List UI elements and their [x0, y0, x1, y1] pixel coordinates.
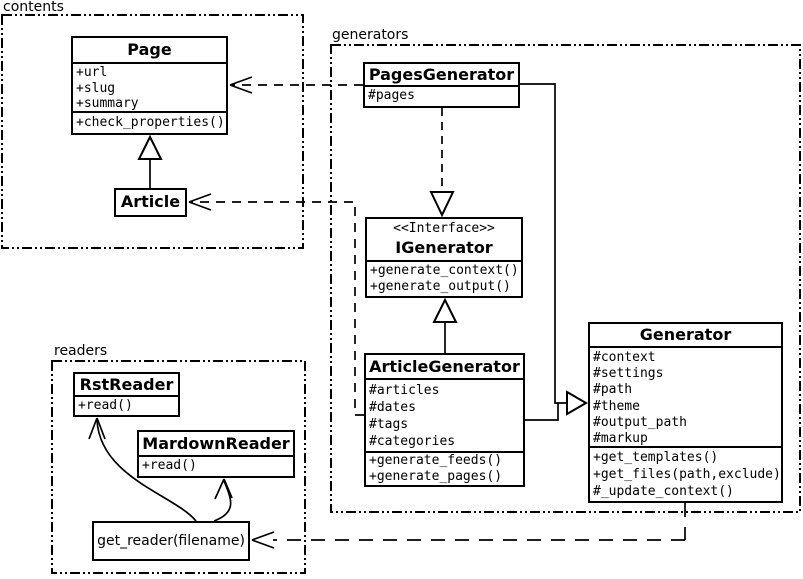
- inheritance-article-to-page: [137, 134, 163, 188]
- class-title-igenerator: IGenerator: [395, 238, 493, 257]
- package-label-contents: contents: [3, 0, 64, 15]
- class-title-generator: Generator: [590, 324, 781, 348]
- methods-compartment-mardownreader: +read(): [139, 457, 293, 476]
- attribute-row: #context: [593, 350, 656, 365]
- method-row: +get_templates(): [593, 450, 719, 465]
- dependency-generator-to-getreader: [251, 503, 686, 549]
- stereotype-label: <<Interface>>: [393, 221, 495, 236]
- attribute-row: #articles: [369, 383, 440, 398]
- attribute-row: +url: [76, 65, 108, 80]
- inheritance-generators-to-generator: [520, 83, 588, 421]
- attribute-row: +slug: [76, 80, 116, 96]
- methods-compartment-igenerator: +generate_context() +generate_output(): [367, 262, 521, 296]
- class-title-mardownreader: MardownReader: [139, 432, 293, 457]
- attribute-row: #categories: [369, 434, 456, 449]
- methods-compartment-generator: +get_templates() +get_files(path,exclude…: [590, 448, 781, 501]
- class-box-rstreader: RstReader +read(): [73, 372, 180, 417]
- attribute-row: #markup: [593, 431, 648, 447]
- attribute-row: +summary: [76, 96, 139, 111]
- class-box-page: Page +url +slug +summary +check_properti…: [71, 36, 228, 135]
- package-border-contents: [1, 14, 304, 249]
- class-box-article: Article: [114, 188, 187, 217]
- class-header-igenerator: <<Interface>> IGenerator: [367, 219, 521, 262]
- class-title-rstreader: RstReader: [75, 374, 178, 397]
- attributes-compartment-generator: #context #settings #path #theme #output_…: [590, 348, 781, 448]
- realization-pagesgenerator-to-igenerator: [429, 108, 455, 218]
- method-row: +generate_feeds(): [369, 453, 503, 468]
- attributes-compartment-pagesgenerator: #pages: [365, 87, 518, 106]
- class-title-articlegenerator: ArticleGenerator: [366, 355, 523, 380]
- method-row: +generate_pages(): [369, 469, 503, 484]
- method-row: +generate_context(): [370, 263, 519, 278]
- dependency-articlegenerator-to-article: [188, 193, 364, 416]
- method-row: +generate_output(): [370, 279, 511, 294]
- package-border-readers: [51, 360, 306, 574]
- arrow-getreader-to-rstreader: [88, 417, 197, 522]
- class-title-article: Article: [120, 192, 181, 211]
- class-title-page: Page: [73, 38, 226, 64]
- attributes-compartment-articlegenerator: #articles #dates #tags #categories: [366, 380, 523, 453]
- dependency-pagesgenerator-to-page: [229, 76, 363, 94]
- arrow-getreader-to-mardownreader: [213, 478, 233, 522]
- class-box-articlegenerator: ArticleGenerator #articles #dates #tags …: [364, 353, 525, 487]
- class-title-pagesgenerator: PagesGenerator: [365, 64, 518, 87]
- attributes-compartment-page: +url +slug +summary: [73, 64, 226, 113]
- attribute-row: #path: [593, 382, 633, 398]
- package-border-generators: [330, 44, 801, 513]
- method-row: +read(): [142, 458, 197, 473]
- attribute-row: #output_path: [593, 414, 687, 430]
- attribute-row: #dates: [369, 400, 416, 415]
- attribute-row: #theme: [593, 398, 640, 414]
- method-row: +read(): [78, 398, 133, 413]
- package-label-readers: readers: [54, 343, 108, 359]
- method-row: #_update_context(): [593, 484, 734, 499]
- attribute-row: #settings: [593, 366, 664, 382]
- class-box-generator: Generator #context #settings #path #them…: [588, 322, 783, 503]
- class-box-pagesgenerator: PagesGenerator #pages: [363, 62, 520, 108]
- methods-compartment-articlegenerator: +generate_feeds() +generate_pages(): [366, 453, 523, 485]
- attribute-row: #pages: [368, 88, 415, 103]
- package-label-generators: generators: [332, 27, 409, 43]
- method-row: +get_files(path,exclude): [593, 467, 781, 482]
- class-box-mardownreader: MardownReader +read(): [137, 430, 295, 478]
- inheritance-articlegenerator-to-igenerator: [432, 297, 458, 353]
- methods-compartment-rstreader: +read(): [75, 397, 178, 415]
- attribute-row: #tags: [369, 417, 409, 432]
- class-box-igenerator: <<Interface>> IGenerator +generate_conte…: [365, 217, 523, 298]
- method-row: +check_properties(): [76, 115, 225, 130]
- node-get-reader: get_reader(filename): [92, 521, 250, 561]
- methods-compartment-page: +check_properties(): [73, 113, 226, 133]
